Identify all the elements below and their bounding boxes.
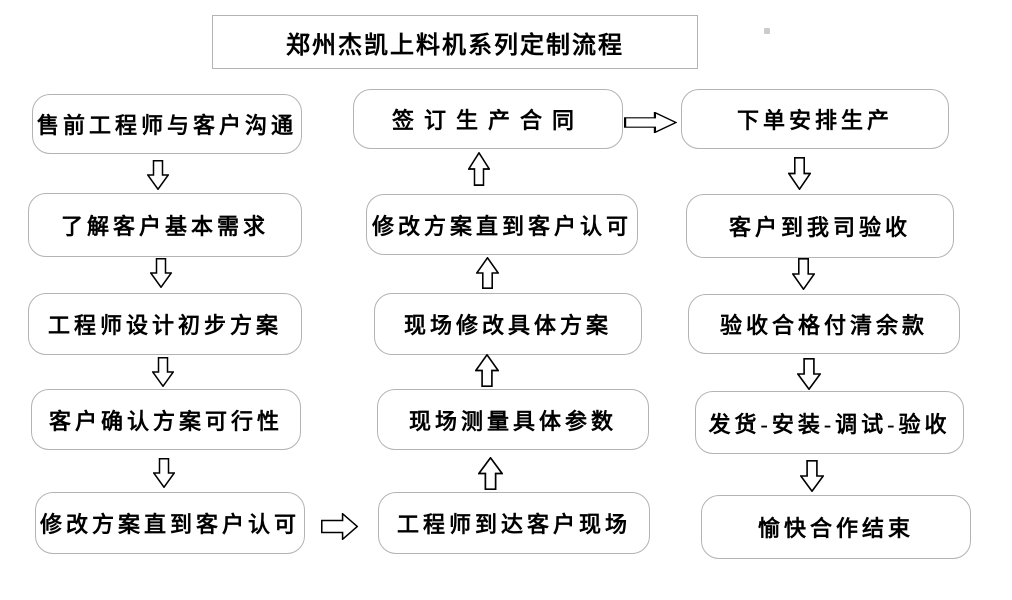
node-initial-design: 工程师设计初步方案 [28,293,302,355]
down-arrow-icon [800,460,824,492]
right-arrow-icon [624,112,677,133]
up-arrow-icon [475,354,499,387]
node-presales-communication: 售前工程师与客户沟通 [32,94,302,154]
node-confirm-feasibility: 客户确认方案可行性 [31,389,301,450]
down-arrow-icon [152,357,174,387]
flowchart-title-box: 郑州杰凯上料机系列定制流程 [212,15,698,69]
stray-dot [764,28,770,34]
down-arrow-icon [792,258,815,290]
node-revise-until-approved-mid: 修改方案直到客户认可 [366,194,638,255]
down-arrow-icon [150,258,172,288]
node-understand-needs: 了解客户基本需求 [28,193,302,257]
down-arrow-icon [147,160,169,190]
node-pay-balance: 验收合格付清余款 [688,294,960,354]
down-arrow-icon [153,458,175,488]
node-place-order: 下单安排生产 [681,89,949,149]
down-arrow-icon [797,358,821,390]
node-happy-cooperation-end: 愉快合作结束 [701,495,971,559]
node-engineer-arrive-site: 工程师到达客户现场 [378,492,650,554]
node-onsite-revise-plan: 现场修改具体方案 [374,293,642,355]
node-onsite-measure-params: 现场测量具体参数 [377,389,649,450]
up-arrow-icon [478,457,503,490]
node-customer-acceptance: 客户到我司验收 [686,194,954,258]
page-title: 郑州杰凯上料机系列定制流程 [286,32,624,59]
node-sign-contract: 签订生产合同 [353,89,623,149]
up-arrow-icon [468,152,490,186]
node-ship-install-debug-accept: 发货-安装-调试-验收 [695,391,964,454]
down-arrow-icon [788,157,811,190]
node-revise-until-approved-left: 修改方案直到客户认可 [35,492,305,554]
up-arrow-icon [476,257,499,289]
right-arrow-icon [321,513,358,540]
